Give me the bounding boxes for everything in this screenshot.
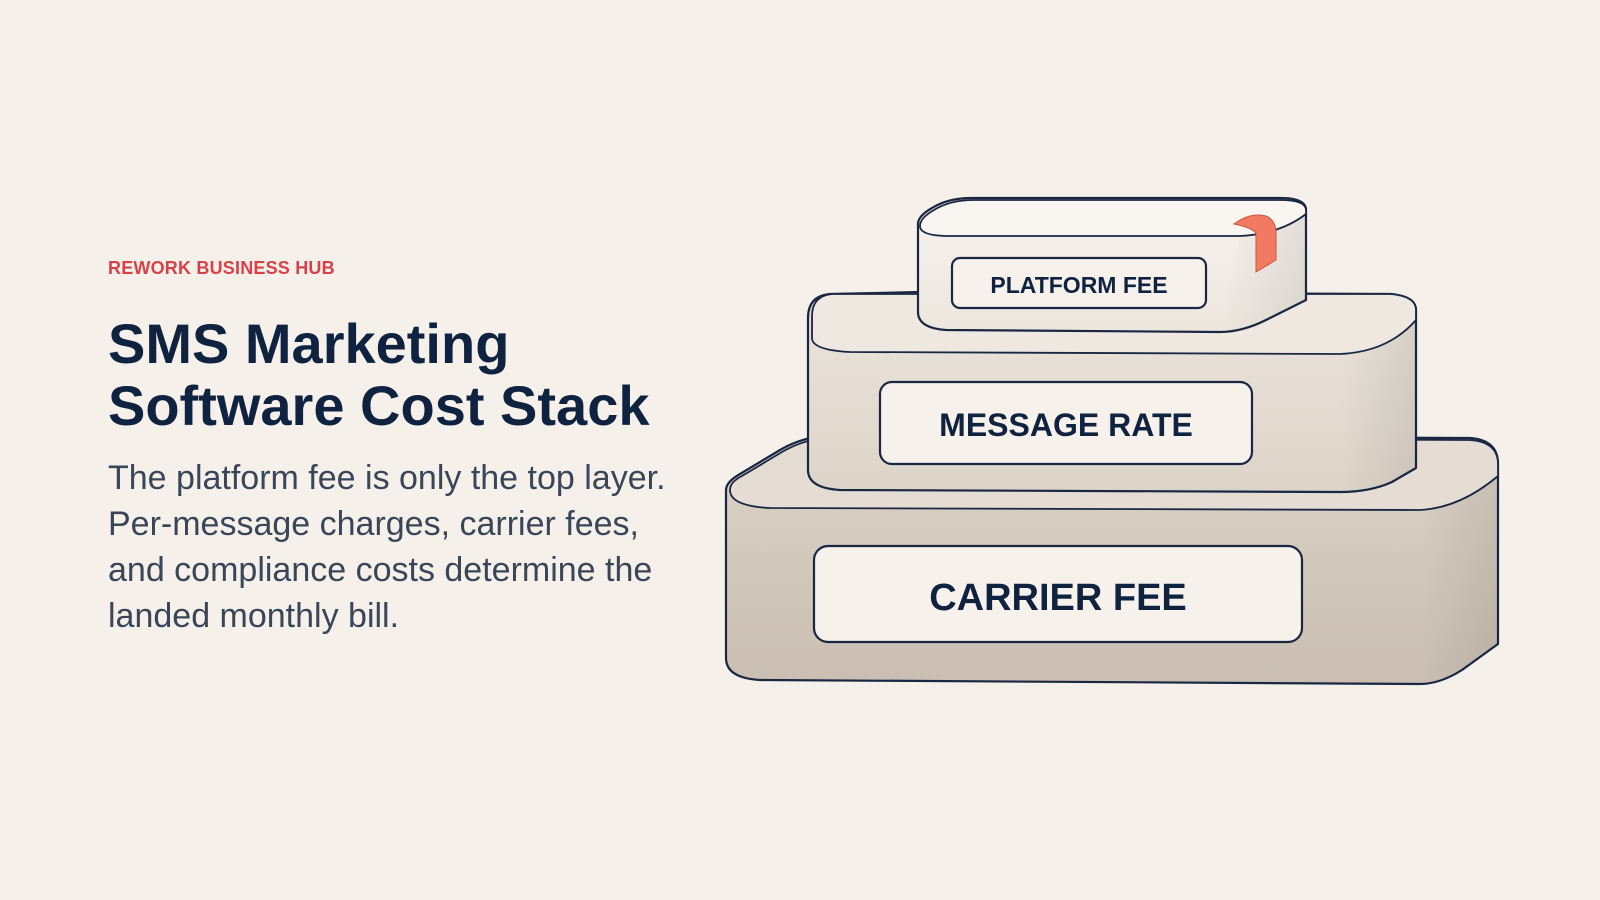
carrier-fee-label-box (812, 544, 1304, 644)
message-rate-label: MESSAGE RATE (939, 407, 1193, 443)
bookmark-ribbon-icon (1232, 214, 1277, 273)
top-block-side-shade (1220, 214, 1306, 332)
title-line-2: Software Cost Stack (108, 374, 650, 437)
cost-stack-diagram: CARRIER FEE MESSAGE RATE PLATFORM FEE (720, 190, 1540, 710)
title-line-1: SMS Marketing (108, 312, 510, 375)
carrier-fee-label: CARRIER FEE (929, 577, 1187, 619)
stack-svg: CARRIER FEE MESSAGE RATE PLATFORM FEE (724, 196, 1500, 686)
platform-fee-label-box (950, 256, 1208, 310)
bottom-block-side-shade (1420, 476, 1498, 684)
layer-platform-fee: PLATFORM FEE (916, 196, 1308, 334)
brand-label: REWORK BUSINESS HUB (108, 258, 335, 278)
page-title: SMS Marketing Software Cost Stack (108, 313, 688, 437)
text-column: REWORK BUSINESS HUB SMS Marketing Softwa… (108, 258, 698, 639)
top-block-top-face (919, 199, 1307, 237)
platform-fee-label: PLATFORM FEE (990, 272, 1167, 298)
middle-block-side-shade (1340, 320, 1416, 492)
message-rate-label-box (878, 380, 1254, 466)
description-text: The platform fee is only the top layer. … (108, 459, 666, 635)
